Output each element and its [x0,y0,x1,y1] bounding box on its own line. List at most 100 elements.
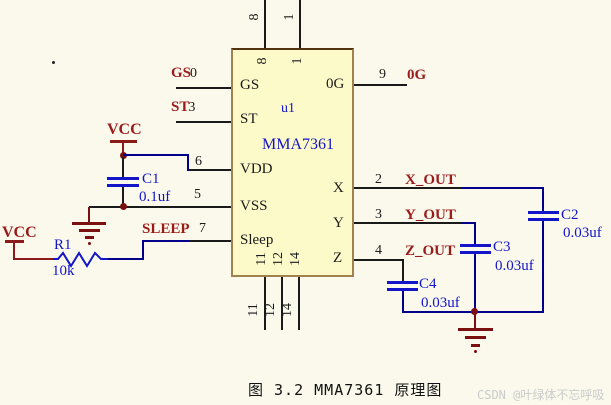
vcc-stem-left [13,242,15,260]
pin-name-14: 14 [288,252,303,266]
net-label-gs-text: GS [171,65,192,81]
net-label-gs: GS0 [171,66,197,81]
wire-elbow-to-sleep [142,240,189,242]
ground-icon-right-bar2 [465,336,486,339]
ground-icon-left-bar1 [72,222,106,225]
ground-icon-right-bar3 [471,344,480,347]
capacitor-c3-ref: C3 [493,239,511,255]
chip-part-number: MMA7361 [262,136,335,153]
pin-wire-top-1 [299,0,301,48]
ground-stem-right [474,313,476,328]
capacitor-c1-value: 0.1uf [139,189,171,205]
capacitor-c4-plate-top [387,281,418,284]
vcc-bar-icon-left [5,240,24,243]
stray-dot [52,61,55,64]
net-label-st: ST3 [171,100,195,115]
vcc-stem-top [122,142,124,156]
power-label-vcc-top: VCC [107,121,142,138]
pin-number-x: 2 [375,172,382,187]
pin-name-1: 1 [290,57,305,65]
pin-name-8: 8 [255,57,270,65]
ground-icon-left-bar2 [79,229,100,232]
wire-elbow-up [142,240,144,260]
pin-number-y: 3 [375,207,382,222]
ground-stem-left [88,207,90,222]
pin-wire-top-8 [264,0,266,48]
pin-number-11: 11 [246,303,261,317]
capacitor-c2-value: 0.03uf [563,225,602,241]
capacitor-c3-value: 0.03uf [495,258,534,274]
net-label-y-out: Y_OUT [405,207,456,223]
ic-mma7361-body [231,48,354,277]
pin-number-st: 3 [188,100,196,115]
net-wire-x-out [461,187,544,189]
net-label-st-text: ST [171,99,190,115]
pin-wire-z [354,259,404,261]
ground-icon-right-bar1 [458,328,493,331]
wire-r1-to-elbow [108,258,144,260]
capacitor-c4-ref: C4 [419,276,437,292]
pin-name-11: 11 [254,252,269,266]
pin-wire-bottom-12 [281,277,283,330]
pin-number-sleep: 7 [199,221,206,236]
wire-c3-to-bus [474,254,476,313]
junction-dot-vss [120,203,127,210]
pin-wire-bottom-14 [298,277,300,330]
wire-c4-to-bus [402,291,404,313]
pin-name-x: X [333,180,344,196]
pin-number-8: 8 [247,13,262,21]
chip-refdes: u1 [281,101,295,116]
pin-name-0g: 0G [326,76,345,92]
wire-c1-top [122,157,124,178]
wire-vcc-to-vdd [123,154,189,156]
pin-wire-vss [89,206,231,208]
figure-caption: 图 3.2 MMA7361 原理图 [248,381,443,399]
capacitor-c1-plate-bottom [107,184,139,187]
power-label-vcc-left: VCC [2,224,37,241]
pin-number-gs: 0 [190,66,198,81]
pin-number-14: 14 [280,303,295,317]
pin-wire-gs [176,87,231,89]
vcc-bar-icon-top [110,140,137,143]
csdn-watermark: CSDN @叶绿体不忘呼吸 [477,388,605,402]
capacitor-c4-value: 0.03uf [421,295,460,311]
capacitor-c3-plate-bottom [460,251,491,254]
pin-name-12: 12 [271,252,286,266]
net-wire-y-out [461,222,476,224]
pin-name-vdd: VDD [240,161,273,177]
net-wire-z-out-drop [402,259,404,282]
capacitor-c2-ref: C2 [561,207,579,223]
resistor-r1-value: 10k [52,263,75,279]
pin-number-vdd: 6 [195,154,202,169]
capacitor-c2-plate-top [528,211,559,214]
pin-name-y: Y [333,215,344,231]
pin-name-z: Z [333,250,343,266]
net-label-0g: 0G [407,67,427,83]
capacitor-c2-plate-bottom [528,218,559,221]
pin-number-12: 12 [263,303,278,317]
pin-wire-sleep [187,240,231,242]
net-wire-x-out-drop [542,187,544,212]
wire-vcc-to-r1 [13,258,53,260]
pin-number-z: 4 [375,243,382,258]
pin-wire-y [354,222,461,224]
ground-icon-right-dot [474,350,477,353]
wire-c2-to-bus [542,221,544,313]
net-label-x-out: X_OUT [405,172,456,188]
ground-icon-left-dot [88,242,91,245]
pin-wire-st [176,121,231,123]
pin-wire-bottom-11 [264,277,266,330]
pin-wire-0g [354,84,407,86]
capacitor-c4-plate-bottom [387,288,418,291]
resistor-r1-ref: R1 [54,237,72,253]
wire-vcc-to-vdd-drop [187,154,189,171]
pin-number-0g: 9 [379,67,386,82]
resistor-r1-symbol [53,251,109,268]
pin-wire-x [354,187,461,189]
wire-c1-bottom [122,187,124,206]
pin-name-gs: GS [240,77,260,93]
pin-number-vss: 5 [194,187,201,202]
pin-name-st: ST [240,111,258,127]
junction-dot-bus [471,308,478,315]
